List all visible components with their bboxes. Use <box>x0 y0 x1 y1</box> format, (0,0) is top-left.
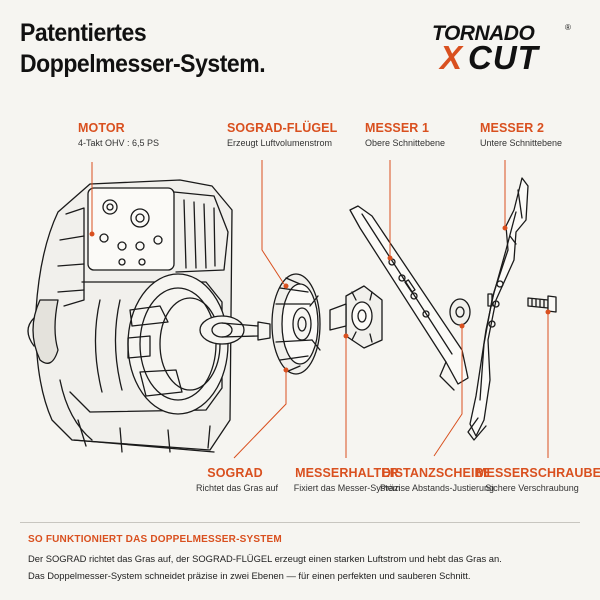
logo-top-word: TORNADO <box>432 22 534 45</box>
page-title: Patentiertes Doppelmesser-System. <box>20 18 266 80</box>
label-messerschraube-name: MESSERSCHRAUBE <box>476 466 600 480</box>
messerhalter-illustration <box>329 285 383 349</box>
logo-x-letter: X <box>438 39 464 74</box>
distanzscheibe-leader-line <box>433 328 463 457</box>
label-sograd-name: SOGRAD <box>207 466 263 480</box>
label-messerhalter-name: MESSERHALTER <box>295 466 399 480</box>
messer2-illustration <box>467 177 529 441</box>
label-distanzscheibe-desc: Präzise Abstands-Justierung <box>379 483 495 493</box>
label-sograd-fluegel-name: SOGRAD-FLÜGEL <box>227 121 338 135</box>
label-messer1-name: MESSER 1 <box>365 121 430 135</box>
sograd-fluegel-leader-line <box>261 160 285 285</box>
how-it-works-line-2: Das Doppelmesser-System schneidet präzis… <box>28 570 471 581</box>
how-it-works-line-1: Der SOGRAD richtet das Gras auf, der SOG… <box>28 553 502 564</box>
label-messerhalter-desc: Fixiert das Messer-System <box>293 483 401 493</box>
label-messer2: MESSER 2 Untere Schnittebene <box>480 121 562 148</box>
logo-registered-mark: ® <box>565 23 571 32</box>
label-motor-name: MOTOR <box>78 121 125 135</box>
label-messer1-desc: Obere Schnittebene <box>365 138 446 148</box>
label-messerschraube-desc: Sichere Verschraubung <box>485 483 579 493</box>
title-line-1: Patentiertes <box>20 19 147 47</box>
label-distanzscheibe: DISTANZSCHEIBE Präzise Abstands-Justieru… <box>372 466 502 493</box>
label-messer1: MESSER 1 Obere Schnittebene <box>365 121 445 148</box>
label-messer2-name: MESSER 2 <box>480 121 545 135</box>
label-messerschraube: MESSERSCHRAUBE Sichere Verschraubung <box>476 466 600 493</box>
distanzscheibe-illustration <box>449 298 471 326</box>
title-line-2: Doppelmesser-System. <box>20 50 266 78</box>
label-sograd-fluegel-desc: Erzeugt Luftvolumenstrom <box>227 138 333 148</box>
label-sograd-desc: Richtet das Gras auf <box>196 483 279 493</box>
label-messerhalter: MESSERHALTER Fixiert das Messer-System <box>276 466 418 493</box>
how-it-works-title: SO FUNKTIONIERT DAS DOPPELMESSER-SYSTEM <box>28 534 282 545</box>
engine-illustration <box>27 179 271 453</box>
label-messer2-desc: Untere Schnittebene <box>480 138 563 148</box>
section-divider <box>20 522 580 523</box>
label-motor-desc: 4-Takt OHV : 6,5 PS <box>78 138 160 148</box>
tornado-xcut-logo: TORNADO ® X CUT <box>432 22 571 74</box>
messerschraube-illustration <box>527 295 557 313</box>
sograd-fluegel-illustration <box>271 273 321 375</box>
sograd-leader-line <box>233 372 287 459</box>
label-sograd: SOGRAD Richtet das Gras auf <box>196 466 279 493</box>
label-sograd-fluegel: SOGRAD-FLÜGEL Erzeugt Luftvolumenstrom <box>227 121 337 148</box>
label-motor: MOTOR 4-Takt OHV : 6,5 PS <box>78 121 159 148</box>
label-distanzscheibe-name: DISTANZSCHEIBE <box>381 466 493 480</box>
logo-bottom-word: CUT <box>468 39 541 74</box>
